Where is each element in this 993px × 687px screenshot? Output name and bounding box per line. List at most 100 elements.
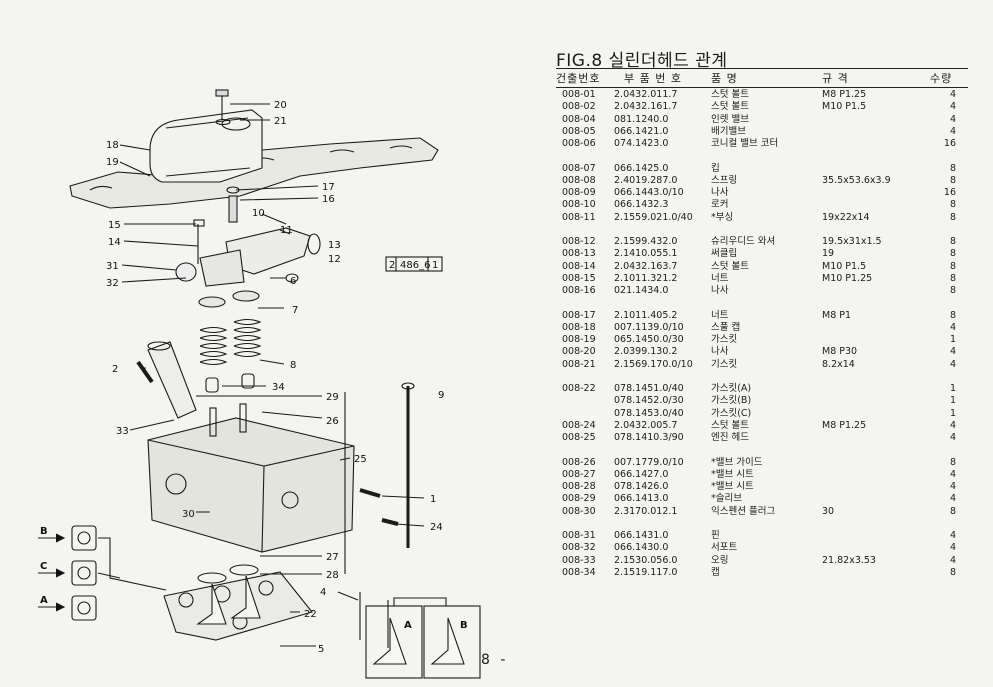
part-number: 2.1410.055.1: [614, 248, 678, 260]
key-label: A: [40, 595, 48, 606]
callout-number: 15: [108, 220, 121, 231]
part-qty: 8: [949, 174, 956, 186]
part-qty: 8: [949, 285, 956, 297]
item-number: 008-07: [562, 162, 596, 174]
part-name: *밸브 시트: [711, 468, 754, 480]
part-number: 2.0399.130.2: [614, 346, 678, 358]
part-name: 서포트: [711, 542, 738, 554]
part-name: 인렛 밸브: [711, 113, 749, 125]
item-number: 008-13: [562, 248, 596, 260]
part-name: 스텃 볼트: [711, 89, 749, 100]
part-name: 오링: [711, 554, 729, 566]
ref-code-part: 1: [432, 260, 438, 271]
part-name: 캡: [711, 566, 720, 578]
part-number: 078.1410.3/90: [614, 432, 684, 444]
callout-number: 6: [290, 276, 296, 287]
part-spec: M10 P1.5: [822, 101, 867, 113]
part-name: 가스킷(A): [711, 383, 752, 394]
part-qty: 16: [943, 187, 956, 199]
part-qty: 4: [949, 468, 956, 480]
ref-code-part: 486_6: [400, 260, 430, 271]
part-qty: 8: [949, 309, 956, 321]
part-number: 066.1413.0: [614, 493, 669, 505]
part-qty: 4: [949, 530, 956, 541]
part-name: 기스킷: [711, 358, 738, 370]
part-name: 코니컬 밸브 코터: [711, 138, 779, 150]
header-name: 품 명: [711, 72, 738, 85]
part-name: 배기밸브: [711, 125, 746, 137]
item-number: 008-11: [562, 211, 596, 223]
part-name: 가스킷(B): [711, 395, 752, 407]
item-number: 008-12: [562, 236, 596, 247]
part-number: 2.1011.405.2: [614, 309, 678, 321]
header-spec: 규 격: [822, 72, 849, 85]
item-number: 008-31: [562, 530, 596, 541]
part-number: 081.1240.0: [614, 113, 669, 125]
part-name: 나사: [711, 187, 729, 199]
item-number: 008-06: [562, 138, 596, 150]
part-qty: 8: [949, 211, 956, 223]
part-qty: 8: [949, 505, 956, 517]
item-number: 008-32: [562, 542, 596, 554]
part-qty: 4: [949, 125, 956, 137]
part-number: 2.1011.321.2: [614, 272, 678, 284]
part-number: 066.1425.0: [614, 162, 669, 174]
part-name: 너트: [711, 309, 729, 321]
part-name: *밸브 가이드: [711, 456, 763, 468]
valve-key-labels: A B: [404, 620, 468, 631]
part-number: 2.0432.005.7: [614, 419, 678, 431]
item-number: 008-15: [562, 272, 596, 284]
gasket-keys: B C A: [40, 526, 48, 606]
callout-number: 31: [106, 261, 119, 272]
callout-number: 2: [112, 364, 118, 375]
part-number: 066.1430.0: [614, 542, 669, 554]
part-qty: 1: [949, 395, 956, 407]
header-rule: [556, 87, 968, 88]
part-name: 스텃 볼트: [711, 260, 749, 272]
part-qty: 4: [949, 113, 956, 125]
callout-number: 26: [326, 416, 339, 427]
item-number: 008-21: [562, 358, 596, 370]
part-number: 2.1519.117.0: [614, 566, 678, 578]
part-name: *밸브 시트: [711, 481, 754, 493]
item-number: 008-10: [562, 199, 596, 211]
part-number: 007.1139.0/10: [614, 321, 684, 333]
item-number: 008-29: [562, 493, 596, 505]
part-qty: 8: [949, 199, 956, 211]
part-number: 2.3170.012.1: [614, 505, 678, 517]
part-number: 2.1569.170.0/10: [614, 358, 693, 370]
part-number: 066.1427.0: [614, 468, 669, 480]
part-number: 021.1434.0: [614, 285, 669, 297]
callout-number: 19: [106, 157, 119, 168]
part-name: 너트: [711, 272, 729, 284]
valve-key-label: A: [404, 620, 412, 631]
item-number: 008-01: [562, 89, 596, 100]
part-number: 066.1421.0: [614, 125, 669, 137]
ref-code-part: 2: [389, 260, 395, 271]
callout-number: 13: [328, 240, 341, 251]
callout-number: 14: [108, 237, 121, 248]
callout-number: 22: [304, 609, 317, 620]
part-qty: 1: [949, 383, 956, 394]
callout-number: 27: [326, 552, 339, 563]
part-qty: 4: [949, 346, 956, 358]
item-number: 008-26: [562, 456, 596, 468]
part-name: 써클립: [711, 248, 738, 260]
part-name: 슈리우디드 와셔: [711, 236, 776, 247]
header-part-no: 부 품 번 호: [624, 72, 682, 85]
part-qty: 4: [949, 542, 956, 554]
part-spec: M8 P30: [822, 346, 858, 358]
part-number: 066.1431.0: [614, 530, 669, 541]
part-name: *부싱: [711, 211, 734, 223]
part-name: 나사: [711, 346, 729, 358]
part-number: 2.0432.161.7: [614, 101, 678, 113]
key-label: C: [40, 561, 47, 572]
part-spec: 8.2x14: [822, 358, 855, 370]
figure-title: FIG.8 실린더헤드 관계: [556, 51, 728, 71]
part-qty: 8: [949, 566, 956, 578]
part-spec: 19.5x31x1.5: [822, 236, 882, 247]
item-number: 008-30: [562, 505, 596, 517]
part-qty: 4: [949, 321, 956, 333]
callout-number: 17: [322, 182, 335, 193]
part-number: 066.1432.3: [614, 199, 669, 211]
